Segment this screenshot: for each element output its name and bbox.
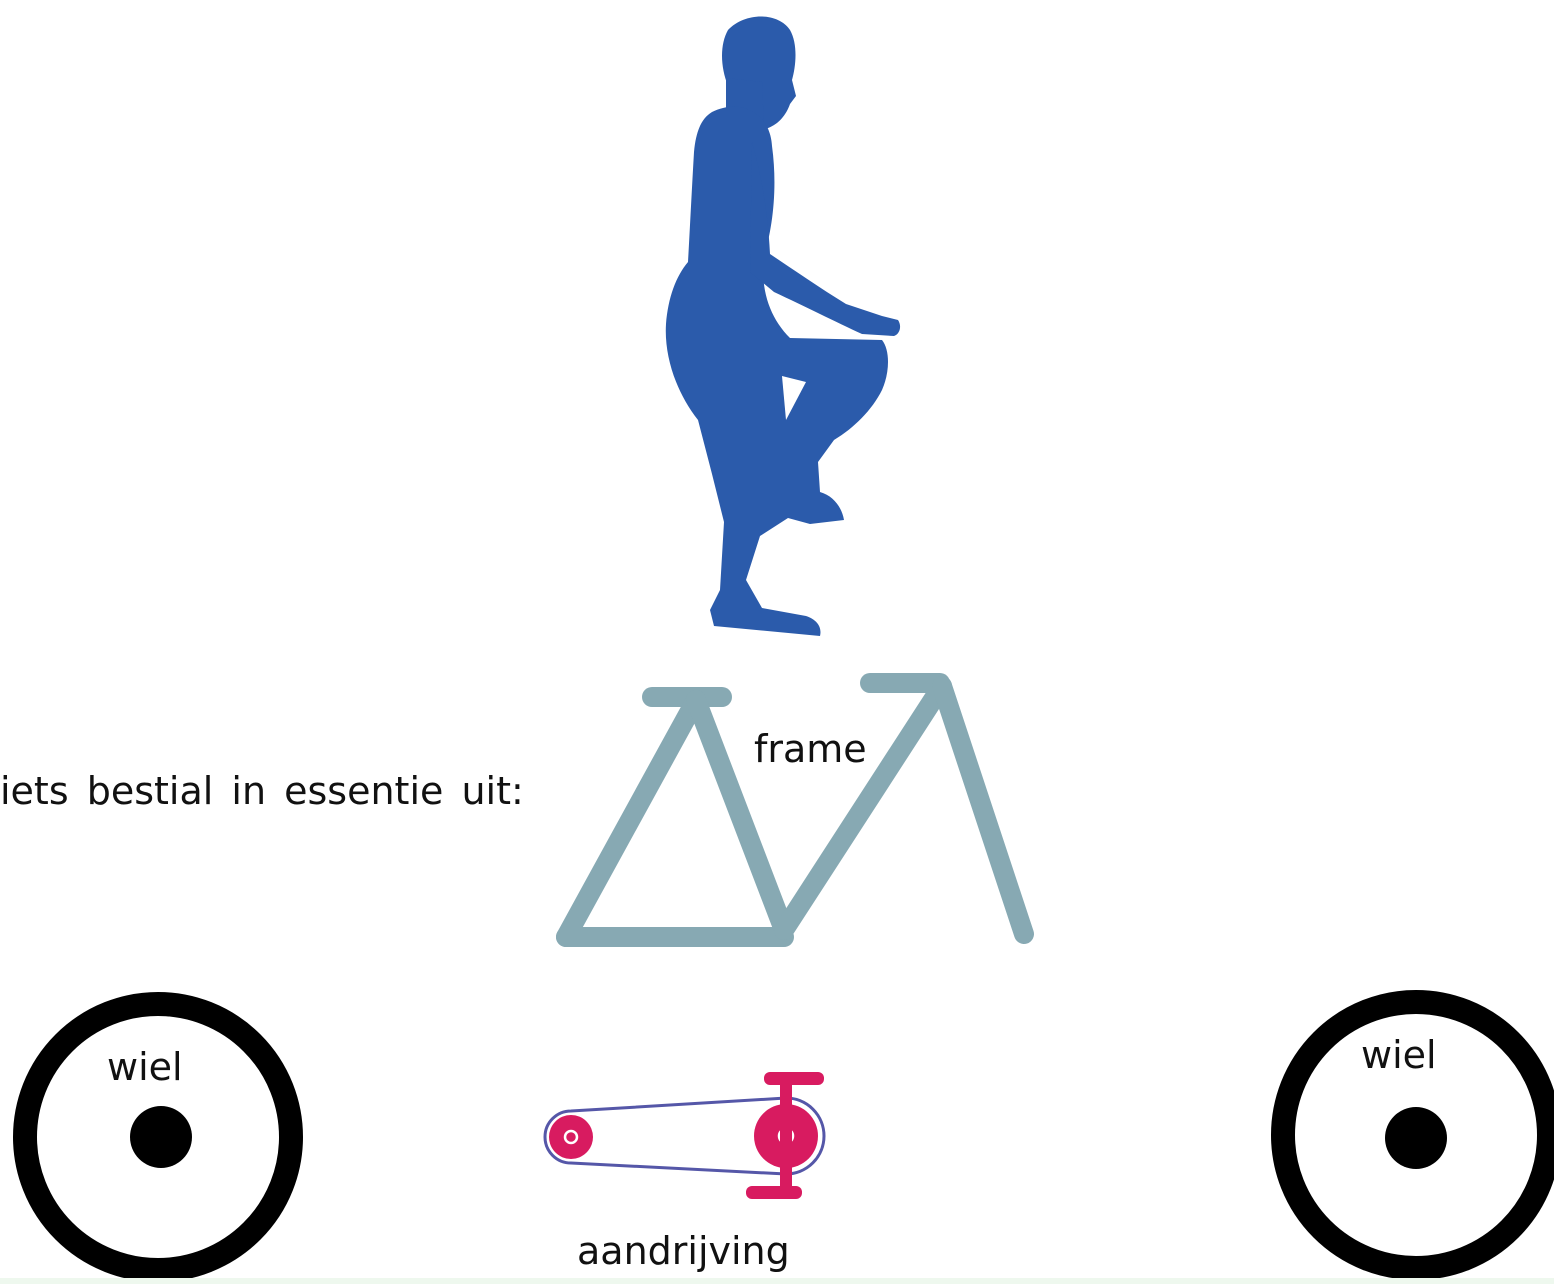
bottom-strip xyxy=(0,1278,1554,1284)
frame-label: frame xyxy=(754,730,867,768)
wheel-left-label: wiel xyxy=(107,1048,183,1086)
wheel-left-icon xyxy=(25,1004,291,1270)
chain-drive-icon xyxy=(545,1072,824,1199)
intro-text: iets bestial in essentie uit: xyxy=(0,772,524,810)
drive-label: aandrijving xyxy=(577,1232,790,1270)
rider-silhouette-icon xyxy=(666,17,900,637)
bicycle-frame-icon xyxy=(566,683,1024,937)
wheel-right-label: wiel xyxy=(1361,1036,1437,1074)
